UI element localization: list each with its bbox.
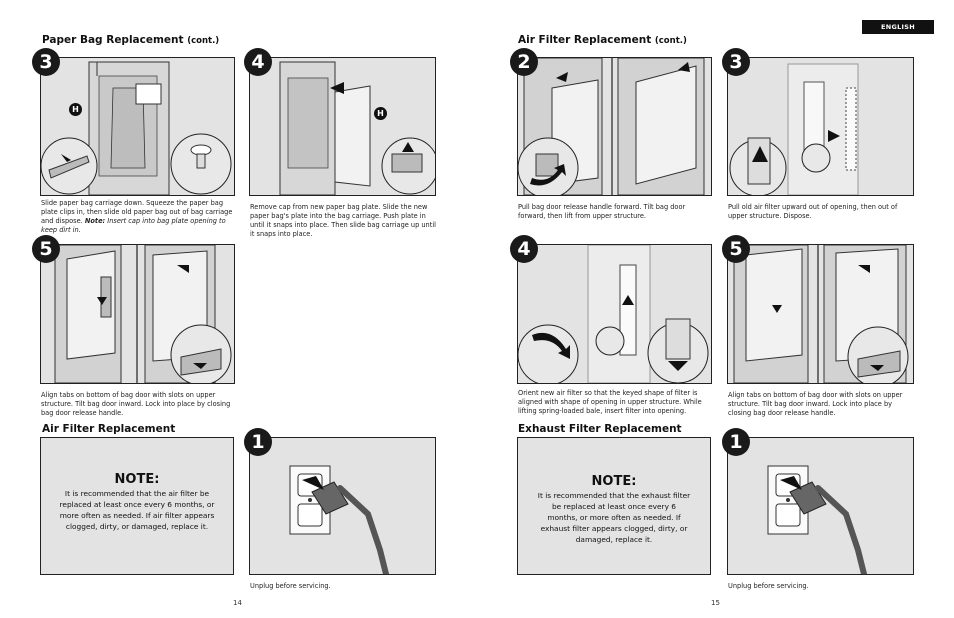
step-number-badge: 3 — [32, 48, 60, 76]
section-title-paper-bag: Paper Bag Replacement (cont.) — [42, 34, 219, 46]
section-title-air-filter: Air Filter Replacement — [42, 423, 176, 435]
illustration-panel-unplug — [727, 437, 914, 575]
illustration-panel-filter-step2 — [517, 57, 712, 196]
callout-h-badge: H — [374, 107, 387, 120]
illustration-panel-bag-step3: H — [40, 57, 235, 196]
unplug-outlet-illustration — [289, 465, 389, 574]
bag-door-closing-illustration — [54, 245, 232, 383]
step-caption: Remove cap from new paper bag plate. Sli… — [250, 203, 436, 238]
illustration-panel-bag-step4: H — [249, 57, 436, 196]
illustration-panel-unplug — [249, 437, 436, 575]
step-caption: Unplug before servicing. — [728, 582, 809, 590]
language-badge: ENGLISH — [862, 20, 934, 34]
illustration-panel-filter-step4 — [517, 244, 712, 384]
vacuum-bag-carriage-illustration — [41, 61, 232, 195]
section-title-exhaust-filter: Exhaust Filter Replacement — [518, 423, 682, 435]
bag-door-closing-illustration — [733, 245, 909, 383]
step-number-badge: 1 — [244, 428, 272, 456]
step-caption: Orient new air filter so that the keyed … — [518, 389, 702, 415]
step-caption-text: Slide paper bag carriage down. Squeeze t… — [41, 199, 233, 225]
section-title-air-filter-cont: Air Filter Replacement (cont.) — [518, 34, 687, 46]
note-title: NOTE: — [591, 474, 637, 489]
note-body: It is recommended that the exhaust filte… — [537, 491, 691, 544]
step-number-badge: 4 — [244, 48, 272, 76]
step-number-badge: 4 — [510, 235, 538, 263]
section-title-cont: (cont.) — [654, 36, 687, 46]
new-bag-insertion-illustration — [279, 61, 435, 195]
step-number-badge: 1 — [722, 428, 750, 456]
page-number: 15 — [711, 599, 720, 607]
note-title: NOTE: — [114, 472, 160, 487]
step-number-badge: 5 — [32, 235, 60, 263]
step-number-badge: 5 — [722, 235, 750, 263]
section-title-cont: (cont.) — [187, 36, 220, 46]
section-title-text: Paper Bag Replacement — [42, 34, 184, 46]
step-caption: Pull old air filter upward out of openin… — [728, 203, 898, 220]
step-caption: Unplug before servicing. — [250, 582, 331, 590]
caption-note-text: Insert cap into bag plate opening to kee… — [41, 217, 226, 234]
illustration-panel-bag-step5 — [40, 244, 235, 384]
note-body: It is recommended that the air filter be… — [59, 489, 215, 531]
note-box: NOTE: It is recommended that the air fil… — [40, 437, 234, 575]
illustration-panel-filter-step5 — [727, 244, 914, 384]
step-caption: Slide paper bag carriage down. Squeeze t… — [41, 199, 235, 235]
filter-removal-illustration — [729, 63, 859, 195]
callout-h-badge: H — [69, 103, 82, 116]
step-number-badge: 2 — [510, 48, 538, 76]
step-caption: Align tabs on bottom of bag door with sl… — [728, 391, 903, 417]
step-caption: Align tabs on bottom of bag door with sl… — [41, 391, 231, 417]
caption-note-label: Note: — [84, 217, 106, 225]
note-box: NOTE: It is recommended that the exhaust… — [517, 437, 711, 575]
page-number: 14 — [233, 599, 242, 607]
step-number-badge: 3 — [722, 48, 750, 76]
filter-insertion-illustration — [518, 245, 709, 383]
bag-door-opening-illustration — [518, 58, 705, 195]
unplug-outlet-illustration — [767, 465, 867, 574]
illustration-panel-filter-step3 — [727, 57, 914, 196]
step-caption: Pull bag door release handle forward. Ti… — [518, 203, 686, 220]
section-title-text: Air Filter Replacement — [518, 34, 652, 46]
